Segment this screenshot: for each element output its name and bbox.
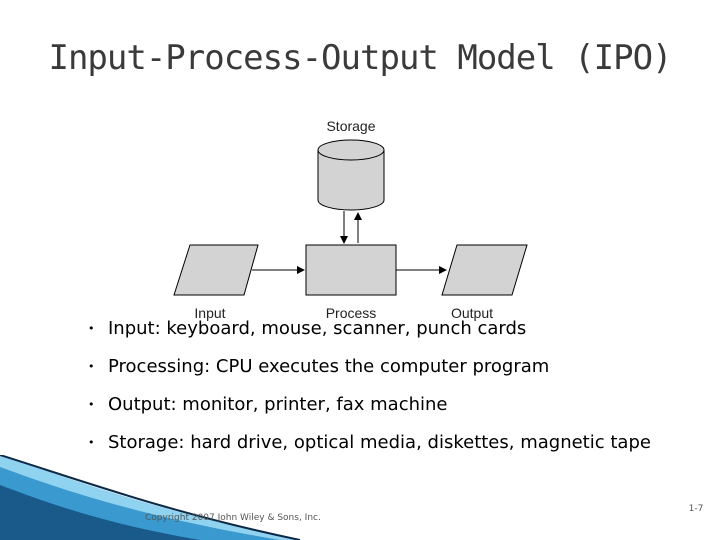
bullet-dot: • bbox=[88, 360, 95, 373]
bullet-item-output: • Output: monitor, printer, fax machine bbox=[88, 394, 688, 416]
process-label: Process bbox=[326, 305, 377, 321]
bullet-text: Processing: CPU executes the computer pr… bbox=[108, 356, 550, 377]
bullet-dot: • bbox=[88, 436, 95, 449]
bullet-item-processing: • Processing: CPU executes the computer … bbox=[88, 356, 688, 378]
slide-title: Input-Process-Output Model (IPO) bbox=[48, 38, 672, 78]
input-parallelogram bbox=[173, 244, 259, 296]
input-label: Input bbox=[194, 305, 225, 321]
bullet-text: Input: keyboard, mouse, scanner, punch c… bbox=[108, 318, 527, 339]
bullet-text: Output: monitor, printer, fax machine bbox=[108, 394, 448, 415]
bullet-list: • Input: keyboard, mouse, scanner, punch… bbox=[88, 318, 688, 470]
decorative-wave bbox=[0, 455, 300, 540]
bullet-dot: • bbox=[88, 322, 95, 335]
ipo-diagram: Storage Input Process Output bbox=[173, 118, 528, 321]
output-parallelogram bbox=[441, 244, 528, 296]
slide-number: 1-7 bbox=[688, 504, 704, 514]
copyright-footer: Copyright 2007 John Wiley & Sons, Inc. bbox=[145, 513, 321, 523]
bullet-item-storage: • Storage: hard drive, optical media, di… bbox=[88, 432, 688, 454]
storage-cylinder bbox=[317, 139, 385, 211]
process-box bbox=[305, 244, 397, 296]
bullet-item-input: • Input: keyboard, mouse, scanner, punch… bbox=[88, 318, 688, 340]
bullet-text: Storage: hard drive, optical media, disk… bbox=[108, 432, 651, 453]
storage-label: Storage bbox=[326, 118, 375, 134]
bullet-dot: • bbox=[88, 398, 95, 411]
output-label: Output bbox=[451, 305, 493, 321]
